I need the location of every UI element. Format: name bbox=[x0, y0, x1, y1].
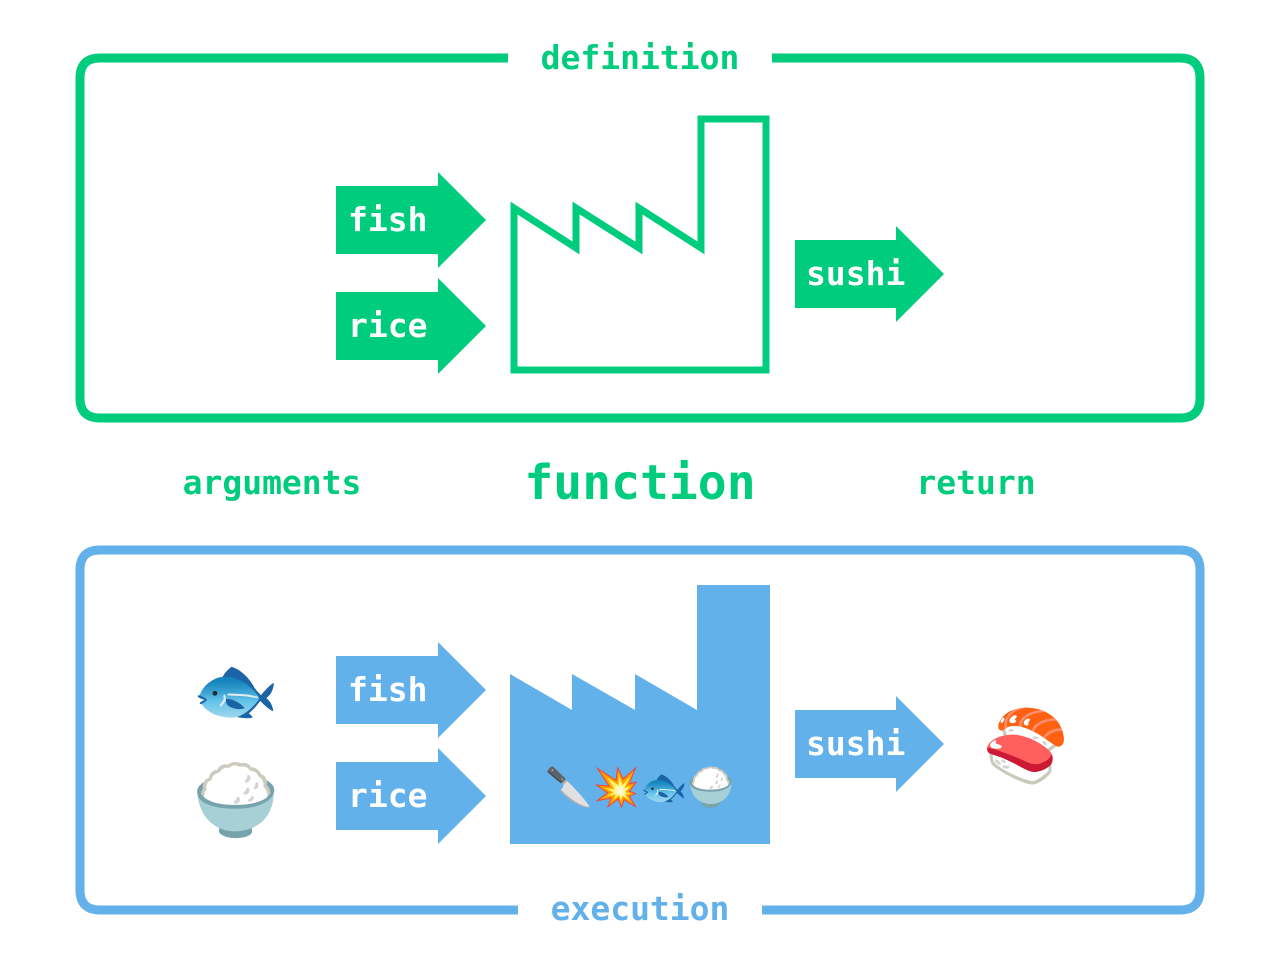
sushi-icon: 🍣 bbox=[982, 704, 1069, 787]
arrow-shape bbox=[795, 696, 944, 792]
execution-output-arrow-sushi: sushi bbox=[795, 696, 944, 792]
definition-input-arrow-fish: fish bbox=[336, 172, 486, 268]
arrow-shape bbox=[336, 278, 486, 374]
definition-title: definition bbox=[541, 38, 740, 77]
factory-filled-icon bbox=[510, 585, 770, 844]
execution-title: execution bbox=[551, 889, 730, 928]
definition-panel: definition fish rice sushi bbox=[75, 38, 1205, 423]
legend-return: return bbox=[916, 463, 1035, 502]
definition-input-arrow-rice: rice bbox=[336, 278, 486, 374]
definition-output-arrow-sushi: sushi bbox=[795, 226, 944, 322]
factory-outline-icon bbox=[510, 115, 770, 374]
arrow-label: fish bbox=[348, 670, 427, 709]
arrow-label: sushi bbox=[806, 254, 905, 293]
arrow-label: fish bbox=[348, 200, 427, 239]
execution-input-arrow-fish: fish bbox=[336, 642, 486, 738]
arrow-label: rice bbox=[348, 306, 427, 345]
legend-function: function bbox=[524, 455, 755, 511]
arrow-shape bbox=[336, 172, 486, 268]
process-emoji: 🔪💥🐟🍚 bbox=[545, 765, 735, 810]
definition-frame bbox=[75, 53, 1205, 423]
rice-bowl-icon: 🍚 bbox=[192, 759, 280, 841]
arrow-label: sushi bbox=[806, 724, 905, 763]
legend: arguments function return bbox=[183, 455, 1036, 511]
legend-arguments: arguments bbox=[183, 463, 362, 502]
arrow-shape bbox=[336, 748, 486, 844]
execution-input-arrow-rice: rice bbox=[336, 748, 486, 844]
execution-frame bbox=[75, 545, 1205, 915]
arrow-label: rice bbox=[348, 776, 427, 815]
fish-icon: 🐟 bbox=[192, 649, 279, 731]
arrow-shape bbox=[336, 642, 486, 738]
arrow-shape bbox=[795, 226, 944, 322]
execution-panel: execution 🐟 🍚 fish rice 🔪💥🐟🍚 sushi 🍣 bbox=[75, 545, 1205, 928]
